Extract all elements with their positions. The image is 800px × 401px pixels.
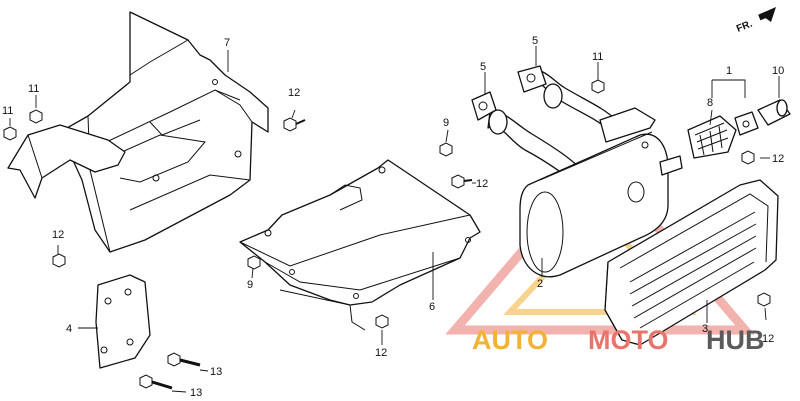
- callout-12: 12: [52, 229, 64, 241]
- callouts: 7 11 11 12 12 4 13 13 9 12 9 6 12 5 5 11…: [2, 35, 784, 399]
- arrow-right-icon: [760, 7, 776, 22]
- callout-9: 9: [443, 117, 449, 129]
- bolt-12-mid: [451, 174, 473, 189]
- svg-text:MOTO: MOTO: [588, 325, 669, 355]
- callout-12: 12: [772, 153, 784, 165]
- bolt-12-far-right: [757, 292, 771, 307]
- callout-13: 13: [210, 366, 222, 378]
- front-direction-marker: FR.: [735, 7, 776, 35]
- mounting-plate: [95, 274, 151, 369]
- callout-12: 12: [375, 347, 387, 359]
- callout-13: 13: [190, 387, 202, 399]
- exhaust-pipes: [471, 65, 617, 181]
- watermark-text: AUTO MOTO HUB: [472, 325, 765, 355]
- bracket-upper-left: [7, 11, 269, 253]
- callout-5: 5: [480, 61, 486, 73]
- callout-11: 11: [592, 51, 603, 63]
- callout-5: 5: [532, 35, 538, 47]
- callout-10: 10: [772, 65, 784, 77]
- leader-lines: [9, 46, 780, 393]
- callout-2: 2: [537, 278, 543, 290]
- bolt-11-upper: [29, 109, 43, 124]
- callout-8: 8: [707, 97, 713, 109]
- svg-text:AUTO: AUTO: [472, 325, 548, 355]
- callout-1: 1: [726, 65, 732, 77]
- callout-9: 9: [247, 279, 253, 291]
- callout-4: 4: [66, 323, 72, 335]
- bolt-12-upper: [283, 117, 306, 132]
- callout-7: 7: [224, 37, 230, 49]
- svg-text:FR.: FR.: [735, 18, 754, 34]
- bolt-11-right: [591, 79, 605, 94]
- callout-12: 12: [288, 87, 300, 99]
- bolt-11-left: [3, 126, 17, 141]
- bolt-12-right: [741, 150, 755, 165]
- bolt-13-lower: [139, 374, 173, 390]
- callout-12: 12: [762, 333, 774, 345]
- bolt-9-lower: [247, 255, 261, 270]
- spark-arrester: [687, 99, 791, 159]
- muffler-protector: [604, 179, 779, 346]
- callout-11: 11: [28, 83, 39, 95]
- bolt-12-lower: [375, 314, 389, 329]
- bolt-13-upper: [167, 352, 201, 367]
- callout-12: 12: [476, 178, 488, 190]
- muffler: [519, 107, 683, 278]
- bolts: [3, 79, 771, 390]
- callout-6: 6: [429, 301, 435, 313]
- heat-shield-lower: [239, 159, 481, 331]
- bolt-12-left: [52, 253, 66, 268]
- bolt-9-upper: [439, 142, 453, 157]
- callout-3: 3: [702, 323, 708, 335]
- svg-text:HUB: HUB: [706, 325, 765, 355]
- callout-11: 11: [2, 105, 13, 117]
